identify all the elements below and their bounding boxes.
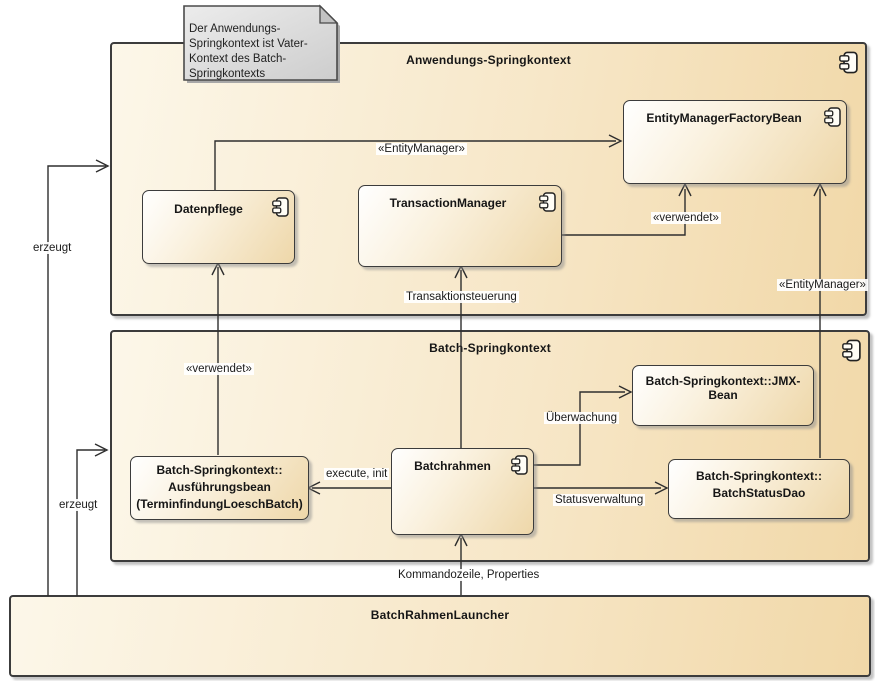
edge-label-execute-init: execute, init bbox=[324, 468, 390, 480]
component-title: Batch-Springkontext::JMX-Bean bbox=[645, 374, 801, 402]
component-title: Batch-Springkontext:: Ausführungsbean (T… bbox=[131, 457, 308, 513]
container-title: BatchRahmenLauncher bbox=[370, 608, 510, 622]
note-shape bbox=[183, 4, 340, 83]
component-icon bbox=[539, 192, 556, 212]
note-line: Springkontext ist Vater- bbox=[189, 38, 308, 50]
title-line: (TerminfindungLoeschBatch) bbox=[136, 497, 303, 511]
title-line: BatchStatusDao bbox=[712, 486, 806, 500]
component-datenpflege: Datenpflege bbox=[142, 190, 295, 264]
edge-label-erzeugt: erzeugt bbox=[31, 242, 74, 254]
edge-label-verwendet: «verwendet» bbox=[651, 212, 721, 224]
component-icon bbox=[272, 197, 289, 217]
edge-label-entitymanager: «EntityManager» bbox=[376, 143, 467, 155]
edge-label-statusverwaltung: Statusverwaltung bbox=[553, 494, 646, 506]
note-line: Kontext des Batch- bbox=[189, 53, 287, 65]
component-title: Batchrahmen bbox=[414, 459, 491, 473]
edge-label-entitymanager: «EntityManager» bbox=[777, 279, 868, 291]
edge-label-ueberwachung: Überwachung bbox=[544, 412, 619, 424]
edge-label-verwendet: «verwendet» bbox=[184, 363, 254, 375]
component-title: TransactionManager bbox=[389, 196, 507, 210]
component-icon bbox=[511, 455, 528, 475]
component-title: EntityManagerFactoryBean bbox=[646, 111, 802, 125]
component-title: Datenpflege bbox=[174, 202, 243, 216]
edge-label-erzeugt: erzeugt bbox=[57, 499, 100, 511]
component-icon bbox=[824, 107, 841, 127]
container-batchrahmenlauncher: BatchRahmenLauncher bbox=[9, 595, 871, 677]
component-entitymanagerfactorybean: EntityManagerFactoryBean bbox=[623, 100, 847, 184]
component-jmx-bean: Batch-Springkontext::JMX-Bean bbox=[632, 365, 814, 426]
title-line: Batch-Springkontext:: bbox=[696, 469, 822, 483]
note-line: Springkontexts bbox=[189, 68, 266, 80]
component-transactionmanager: TransactionManager bbox=[358, 185, 562, 267]
component-title: Batch-Springkontext:: BatchStatusDao bbox=[669, 460, 849, 502]
edge-label-kommandozeile-properties: Kommandozeile, Properties bbox=[396, 569, 542, 581]
title-line: Batch-Springkontext:: bbox=[156, 463, 283, 477]
component-batchrahmen: Batchrahmen bbox=[391, 448, 534, 535]
container-title: Anwendungs-Springkontext bbox=[406, 53, 571, 67]
component-batchstatusdao: Batch-Springkontext:: BatchStatusDao bbox=[668, 459, 850, 519]
title-line: Ausführungsbean bbox=[168, 480, 271, 494]
note bbox=[181, 3, 345, 94]
edge-label-transaktionssteuerung: Transaktionsteuerung bbox=[404, 291, 519, 303]
component-ausfuehrungsbean: Batch-Springkontext:: Ausführungsbean (T… bbox=[130, 456, 309, 520]
container-title: Batch-Springkontext bbox=[429, 341, 551, 355]
component-icon bbox=[839, 51, 858, 74]
component-icon bbox=[842, 339, 861, 362]
note-line: Der Anwendungs- bbox=[189, 23, 281, 35]
note-text: Der Anwendungs- Springkontext ist Vater-… bbox=[189, 22, 339, 82]
